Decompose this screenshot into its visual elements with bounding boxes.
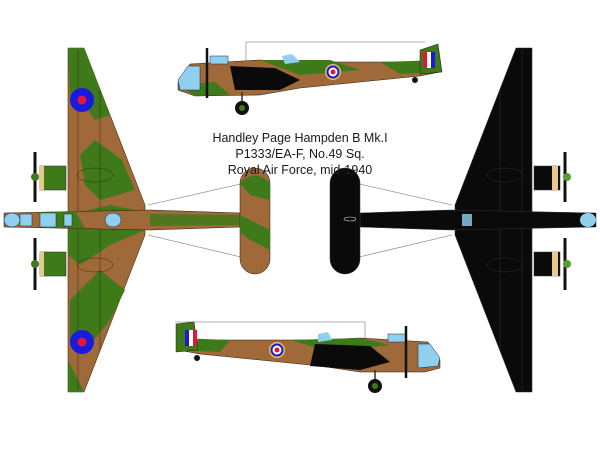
side-profile-starboard [175, 321, 441, 393]
roundel-upper-port [70, 88, 94, 112]
caption-aircraft-type: Handley Page Hampden B Mk.I [212, 131, 388, 145]
top-view [3, 47, 271, 393]
roundel-upper-starboard [70, 330, 94, 354]
side-profile-port [177, 41, 443, 115]
caption-serial-squadron: P1333/EA-F, No.49 Sq. [235, 147, 365, 161]
engine-port-top [31, 152, 67, 202]
engine-starboard-underside [533, 238, 571, 290]
roundel-fuselage-starboard [269, 342, 285, 358]
engine-port-underside [533, 152, 571, 202]
drawing-caption: Handley Page Hampden B Mk.I P1333/EA-F, … [200, 130, 400, 178]
engine-starboard-top [31, 238, 67, 290]
underside-view [329, 47, 597, 393]
roundel-fuselage-port [325, 64, 341, 80]
caption-service-date: Royal Air Force, mid-1940 [227, 163, 373, 177]
